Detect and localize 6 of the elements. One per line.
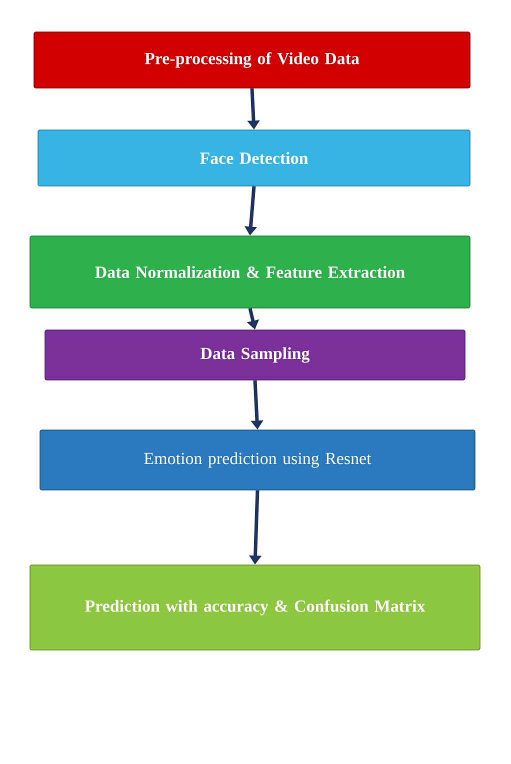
process-box: Prediction with accuracy & Confusion Matrix [30,564,480,650]
process-box: Face Detection [38,130,470,186]
process-box: Pre-processing of Video Data [34,32,470,88]
process-box: Emotion prediction using Resnet [40,430,476,490]
process-box: Data Normalization & Feature Extraction [30,236,470,308]
process-box: Data Sampling [44,330,466,380]
